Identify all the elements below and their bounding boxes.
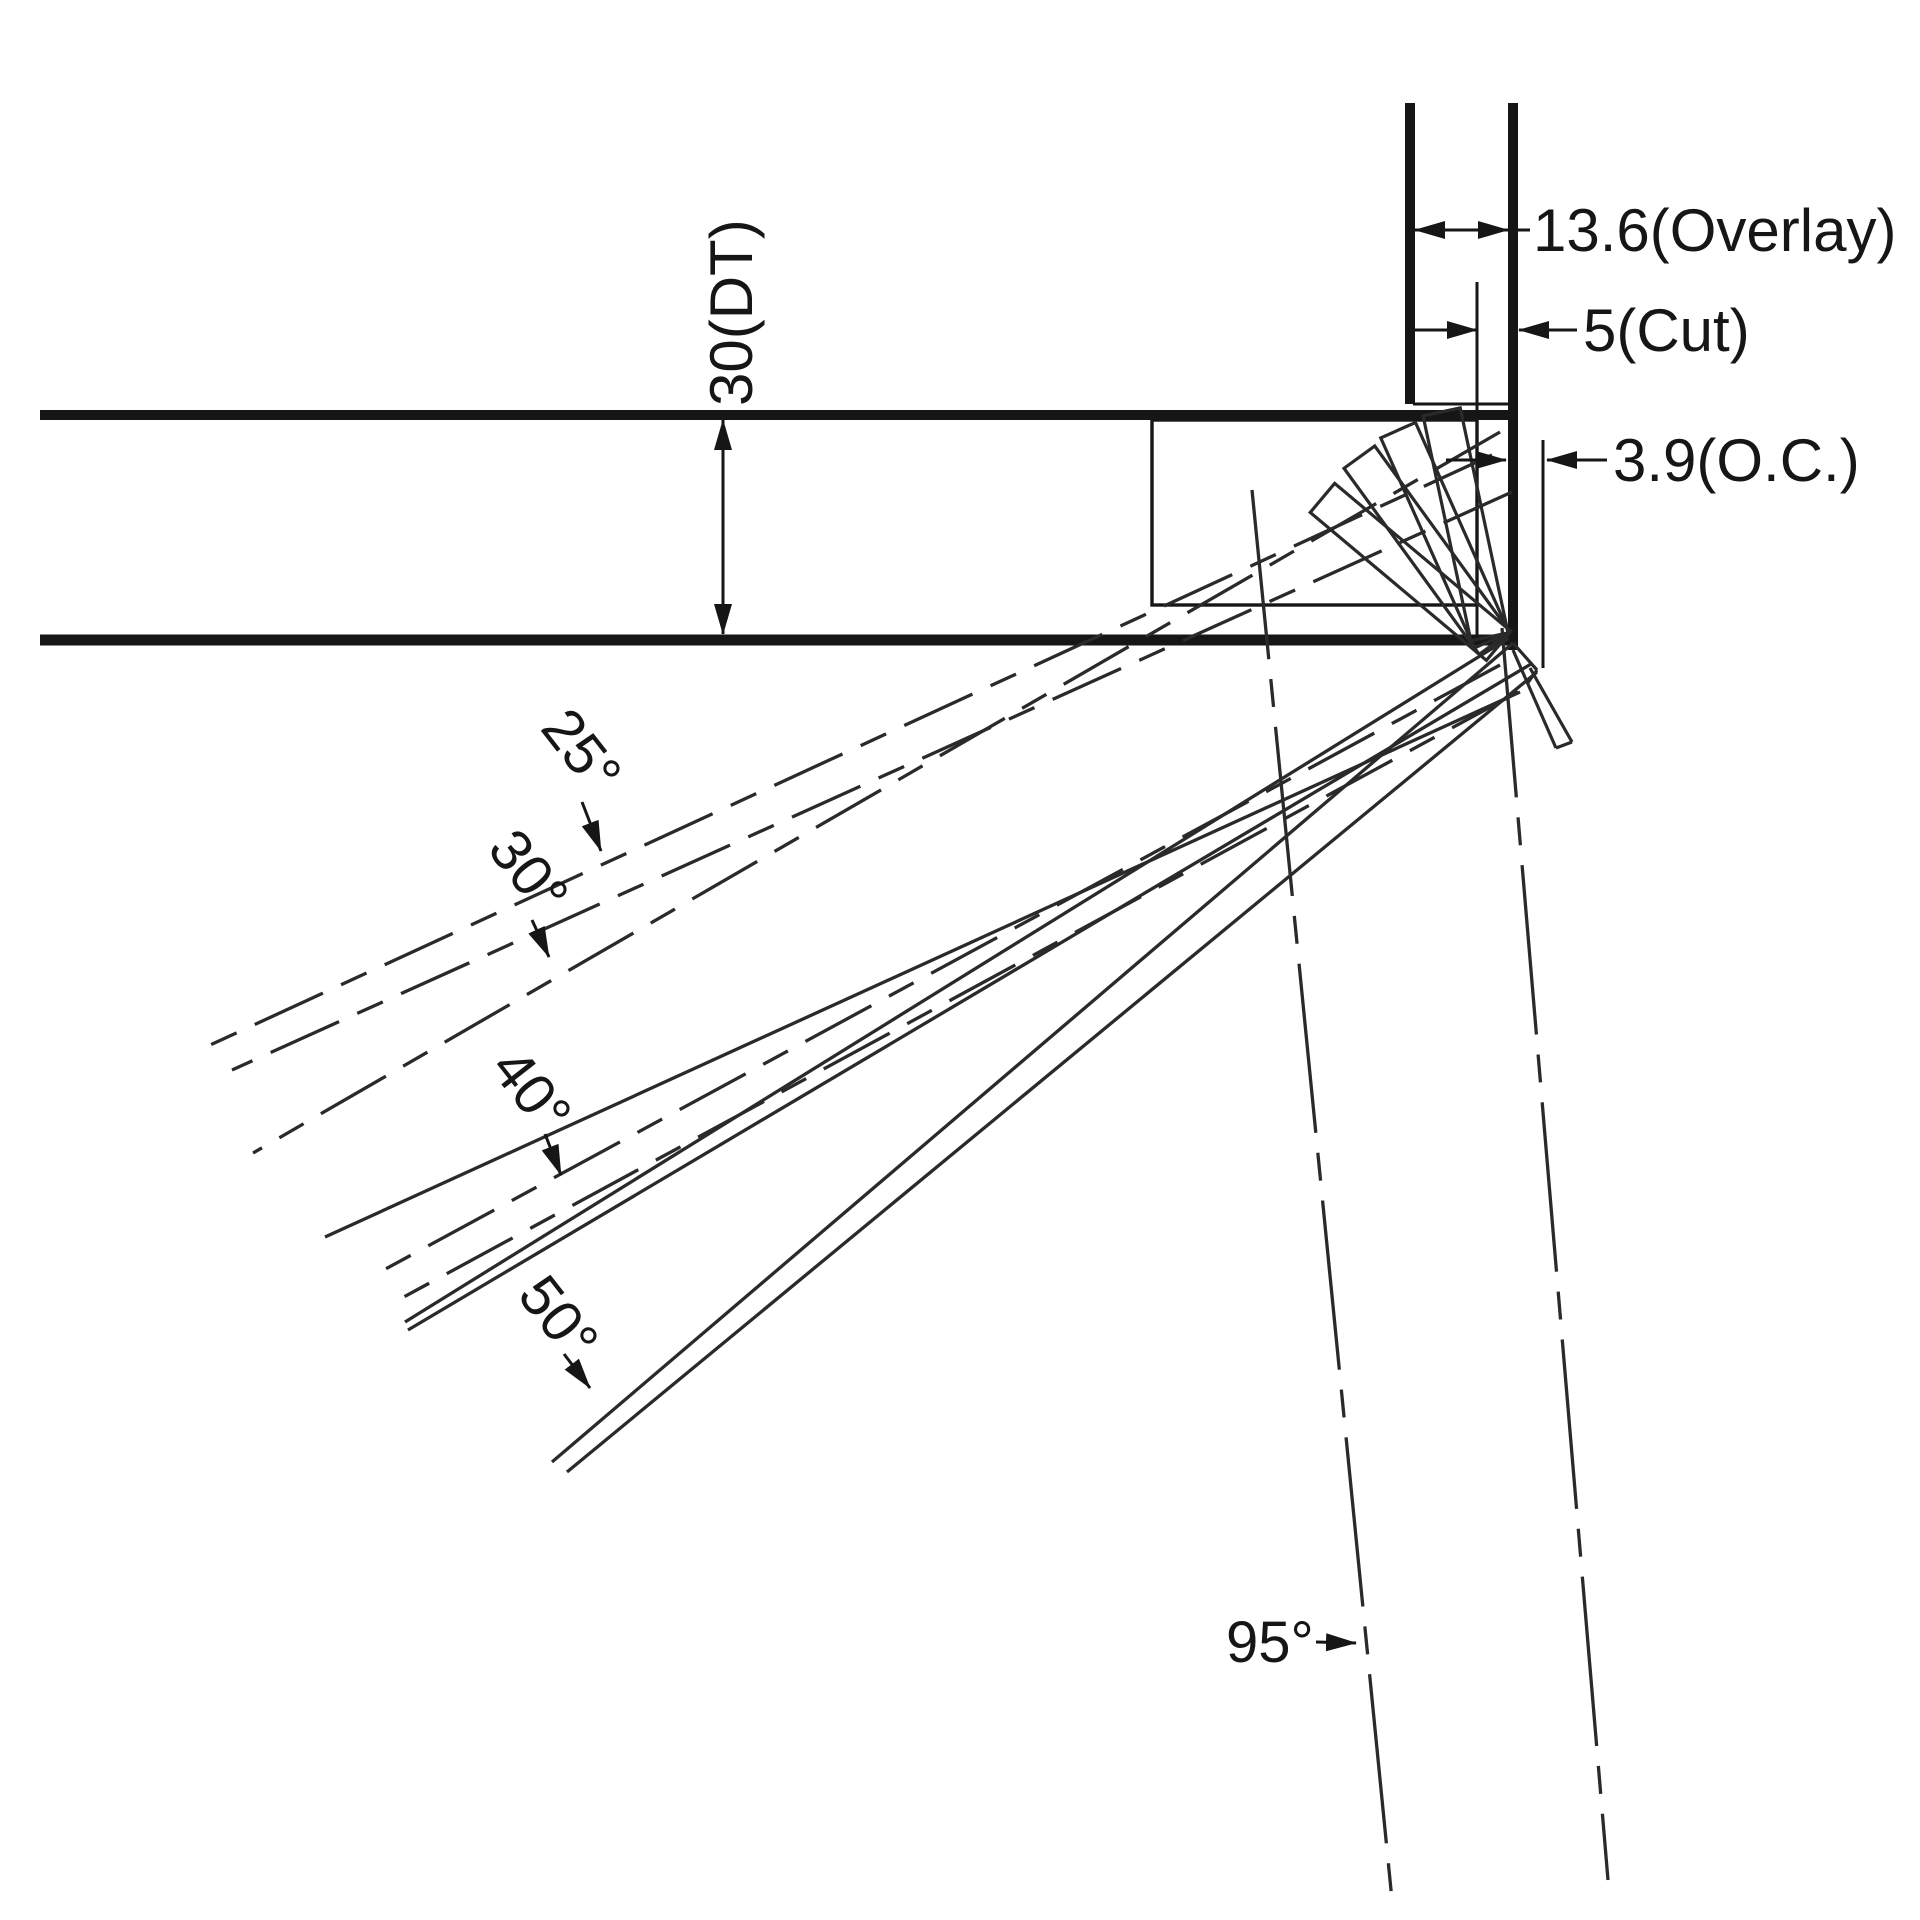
- door-tilt-cluster: [1307, 406, 1514, 663]
- cut-dimension: 5(Cut): [1408, 297, 1750, 364]
- angle-30-callout: 30°: [476, 817, 581, 958]
- cabinet-panel: [40, 410, 1518, 646]
- fan-dashed-40a: [379, 663, 1501, 1274]
- oc-dimension: 3.9(O.C.): [1446, 427, 1860, 494]
- cut-dimension-label: 5(Cut): [1583, 297, 1750, 364]
- angle-95-callout: 95°: [1226, 1610, 1357, 1675]
- oc-dimension-label: 3.9(O.C.): [1613, 427, 1860, 494]
- door-panel: [1405, 103, 1545, 668]
- dt-dimension: 30(DT): [698, 219, 765, 635]
- fan-solid-50-outer: [550, 641, 1515, 1464]
- angle-95-label: 95°: [1226, 1610, 1314, 1675]
- fan-solid-25: [324, 690, 1521, 1239]
- overlay-dimension-label: 13.6(Overlay): [1533, 197, 1896, 264]
- fan-solid-30-outer: [404, 636, 1510, 1324]
- angle-30-arrow: [528, 919, 551, 958]
- overlay-dimension: 13.6(Overlay): [1414, 197, 1896, 264]
- fan-dashed-25b: [231, 490, 1513, 1072]
- door-tilted-12: [1421, 406, 1510, 643]
- angle-25-label: 25°: [529, 696, 634, 805]
- fan-dashed-25a: [194, 453, 1493, 1054]
- angle-40-label: 40°: [479, 1036, 584, 1145]
- door-tilted-36: [1341, 443, 1513, 657]
- fan-dashdot-95-front: [1500, 627, 1610, 1881]
- angle-95-arrow: [1315, 1633, 1357, 1652]
- angle-40-arrow: [541, 1133, 563, 1176]
- angle-50-callout: 50°: [506, 1263, 611, 1389]
- angle-40-callout: 40°: [479, 1036, 584, 1176]
- angle-25-arrow: [580, 801, 603, 852]
- fan-solid-30-inner: [407, 662, 1532, 1332]
- angle-30-label: 30°: [476, 817, 581, 926]
- angle-50-arrow: [562, 1353, 592, 1389]
- fan-dashed-30: [252, 430, 1501, 1155]
- fan-dashdot-95-back: [1250, 489, 1394, 1901]
- angle-25-callout: 25°: [529, 696, 634, 852]
- angle-50-label: 50°: [506, 1263, 611, 1372]
- fan-solid-50-inner: [565, 670, 1539, 1474]
- dt-dimension-label: 30(DT): [698, 219, 765, 406]
- fan-dashed-40b: [401, 690, 1519, 1300]
- door-tilted-24: [1378, 420, 1512, 651]
- opening-angle-fan: [194, 430, 1610, 1901]
